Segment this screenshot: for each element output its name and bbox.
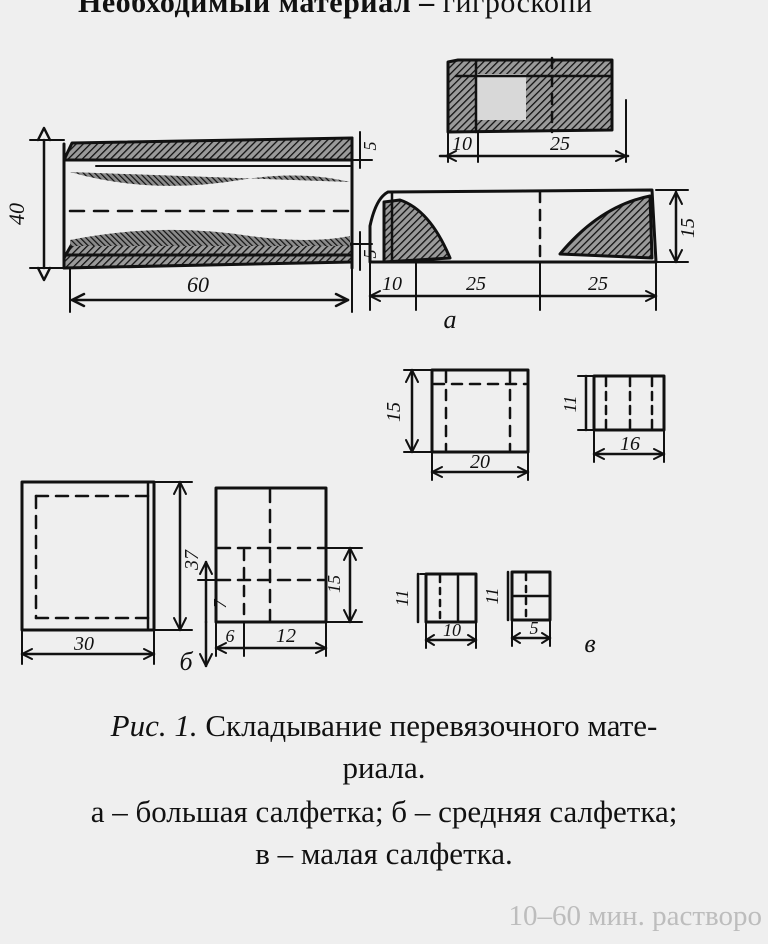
medium-left-rect — [20, 480, 193, 665]
medium-inner-height-label: 7 — [210, 599, 230, 609]
medium-outer-height-label: 15 — [324, 575, 344, 593]
page-heading: Необходимый материал – гигроскопи — [78, 0, 593, 20]
big-bottom-fold-label: 5 — [360, 250, 380, 259]
medium-right-rect — [197, 486, 363, 668]
big-width-dim-line — [69, 267, 353, 313]
medium-left-width-label: 30 — [73, 633, 94, 655]
big-top-fold-label: 5 — [360, 142, 380, 151]
medium-bottom-dim-1: 12 — [276, 625, 296, 647]
right-height-label: 15 — [677, 218, 699, 238]
caption-line-4: в – малая салфетка. — [255, 836, 513, 871]
heading-bold: Необходимый материал – — [78, 0, 435, 19]
caption-line-1: Рис. 1. Складывание перевязочного мате- — [0, 706, 768, 746]
big-napkin-letter: а — [444, 305, 457, 334]
top-small-dim-1: 25 — [550, 133, 570, 155]
heading-rest: гигроскопи — [434, 0, 593, 19]
mid-rect-b — [577, 374, 666, 463]
mid-a-width-label: 20 — [470, 451, 490, 473]
mid-rect-a — [403, 368, 530, 481]
medium-left-height-label: 37 — [181, 549, 203, 571]
big-height-dim-line — [29, 126, 65, 282]
big-napkin-rolled — [62, 136, 354, 270]
big-height-label: 40 — [4, 203, 29, 225]
small-b-height-label: 11 — [482, 588, 502, 605]
big-right-fold — [368, 188, 689, 311]
caption-line-1-text: Складывание перевязочного мате- — [197, 708, 658, 743]
right-dim-0: 10 — [382, 273, 402, 295]
small-napkin-letter: в — [584, 629, 595, 658]
folding-figure: 40 60 5 5 10 25 10 25 25 15 а 15 20 11 1… — [4, 56, 699, 676]
caption-line-2: риала. — [342, 750, 426, 785]
caption-line-3: а – большая салфетка; б – средняя салфет… — [90, 794, 678, 829]
figure-label: Рис. 1. — [110, 708, 198, 743]
right-dim-2: 25 — [588, 273, 608, 295]
big-top-fold — [438, 56, 630, 163]
medium-bottom-dim-0: 6 — [226, 626, 235, 646]
mid-b-width-label: 16 — [620, 433, 640, 455]
small-a-height-label: 11 — [392, 590, 412, 607]
small-rect-b — [506, 570, 552, 647]
top-small-dim-0: 10 — [452, 133, 472, 155]
small-rect-a — [416, 572, 478, 649]
mid-b-height-label: 11 — [560, 396, 580, 413]
big-width-label: 60 — [187, 272, 209, 297]
ghost-text-line: 10–60 мин. растворо — [508, 900, 762, 932]
small-b-width-label: 5 — [530, 618, 539, 638]
medium-napkin-letter: б — [179, 647, 193, 676]
small-a-width-label: 10 — [443, 620, 461, 640]
mid-a-height-label: 15 — [383, 402, 405, 422]
right-dim-1: 25 — [466, 273, 486, 295]
